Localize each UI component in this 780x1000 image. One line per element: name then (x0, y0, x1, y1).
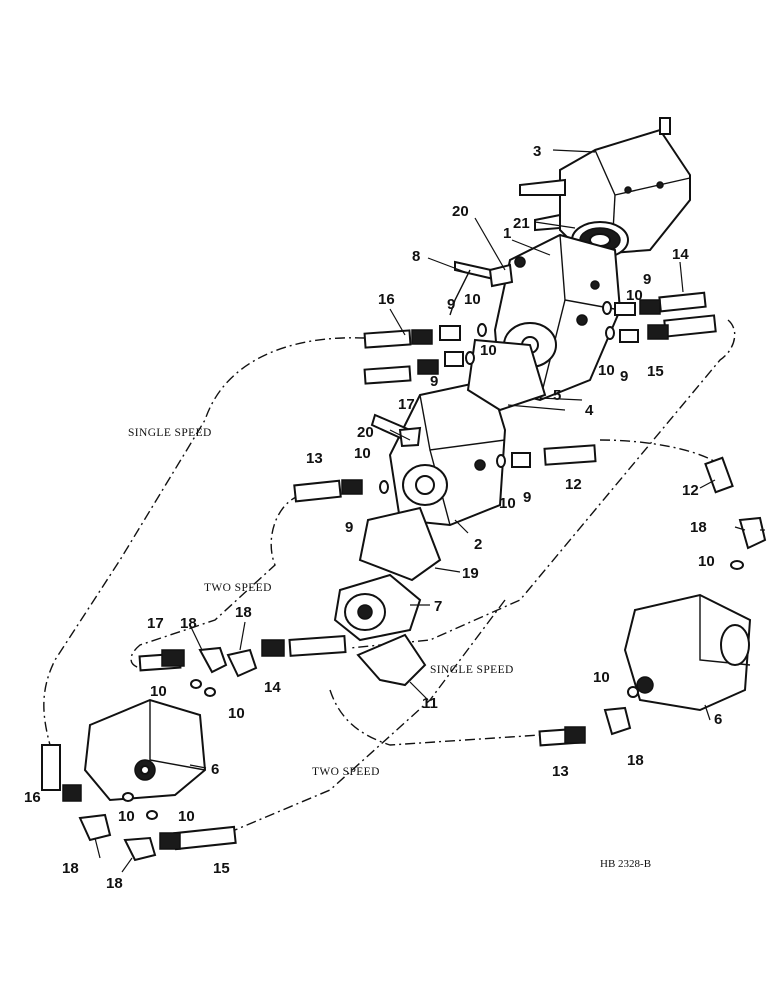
caption-two-speed-upper: TWO SPEED (204, 582, 272, 594)
callout-14: 14 (264, 679, 281, 696)
callout-21: 21 (513, 215, 530, 232)
callout-16: 16 (24, 789, 41, 806)
callout-9: 9 (430, 373, 438, 390)
two-speed-route-lower (234, 599, 506, 831)
tube-part-8-bend (449, 269, 471, 316)
callout-10: 10 (228, 705, 245, 722)
two-speed-route-upper (130, 494, 301, 669)
hose-part-12-mid (543, 444, 597, 466)
pump-part-6-left (83, 698, 207, 802)
callout-11: 11 (422, 695, 438, 712)
gasket-part-19 (358, 506, 442, 582)
callout-10: 10 (150, 683, 167, 700)
pump-part-6-right (623, 593, 752, 712)
callout-9: 9 (620, 368, 628, 385)
o-rings (122, 301, 744, 820)
bracket-part-11 (356, 633, 427, 687)
single-speed-route-left (43, 337, 366, 746)
callout-10: 10 (480, 342, 497, 359)
callout-8: 8 (412, 248, 420, 265)
callout-1: 1 (503, 225, 511, 242)
single-speed-route-right (349, 319, 736, 649)
callout-9: 9 (345, 519, 353, 536)
callout-9: 9 (523, 489, 531, 506)
callout-18: 18 (627, 752, 644, 769)
routing-lines (43, 319, 736, 831)
hose-part-17-top (363, 365, 412, 385)
callout-10: 10 (499, 495, 516, 512)
caption-two-speed-lower: TWO SPEED (312, 766, 380, 778)
hose-part-12-right (704, 456, 734, 494)
callout-3: 3 (533, 143, 541, 160)
callout-2: 2 (474, 536, 482, 553)
callout-10: 10 (118, 808, 135, 825)
leader-lines (94, 149, 765, 873)
hoses (41, 291, 734, 851)
callout-10: 10 (464, 291, 481, 308)
callout-10: 10 (698, 553, 715, 570)
callout-18: 18 (180, 615, 197, 632)
callout-4: 4 (585, 402, 594, 419)
callout-20: 20 (452, 203, 469, 220)
callout-20: 20 (357, 424, 374, 441)
hose-part-16-bottom (41, 744, 61, 791)
callout-numbers: 3 20 21 1 8 14 9 16 9 10 10 10 9 10 9 15… (24, 143, 722, 892)
single-speed-route-lower (329, 689, 541, 746)
hose-part-14-bottom (288, 634, 347, 657)
callout-10: 10 (178, 808, 195, 825)
hose-part-16-top (363, 329, 412, 349)
caption-single-speed-left: SINGLE SPEED (128, 427, 212, 439)
second-pump-part-2 (370, 378, 507, 527)
callout-17: 17 (398, 396, 415, 413)
callout-17: 17 (147, 615, 164, 632)
hose-part-15-top (663, 314, 717, 338)
drawing-reference-code: HB 2328-B (600, 858, 651, 870)
callout-19: 19 (462, 565, 479, 582)
gear-pump-part-7 (333, 573, 422, 642)
callout-14: 14 (672, 246, 689, 263)
callout-18: 18 (62, 860, 79, 877)
callout-18: 18 (690, 519, 707, 536)
callout-5: 5 (553, 387, 561, 404)
fittings (62, 263, 767, 862)
callout-7: 7 (434, 598, 442, 615)
route-captions: SINGLE SPEED TWO SPEED SINGLE SPEED TWO … (128, 427, 514, 778)
hose-part-13-left (293, 479, 342, 503)
callout-13: 13 (552, 763, 569, 780)
callout-10: 10 (593, 669, 610, 686)
callout-9: 9 (447, 296, 455, 313)
callout-10: 10 (626, 287, 643, 304)
hose-part-15-bottom (173, 825, 237, 851)
callout-15: 15 (647, 363, 664, 380)
callout-16: 16 (378, 291, 395, 308)
gasket-part-5 (466, 338, 547, 412)
callout-6: 6 (714, 711, 722, 728)
caption-single-speed-right: SINGLE SPEED (430, 664, 514, 676)
callout-10: 10 (598, 362, 615, 379)
callout-9: 9 (643, 271, 651, 288)
callout-12: 12 (682, 482, 699, 499)
callout-18: 18 (235, 604, 252, 621)
callout-15: 15 (213, 860, 230, 877)
hose-part-14-top (658, 291, 707, 313)
callout-13: 13 (306, 450, 323, 467)
callout-10: 10 (354, 445, 371, 462)
callout-18: 18 (106, 875, 123, 892)
two-speed-route-mid (599, 439, 721, 466)
callout-6: 6 (211, 761, 219, 778)
callout-12: 12 (565, 476, 582, 493)
